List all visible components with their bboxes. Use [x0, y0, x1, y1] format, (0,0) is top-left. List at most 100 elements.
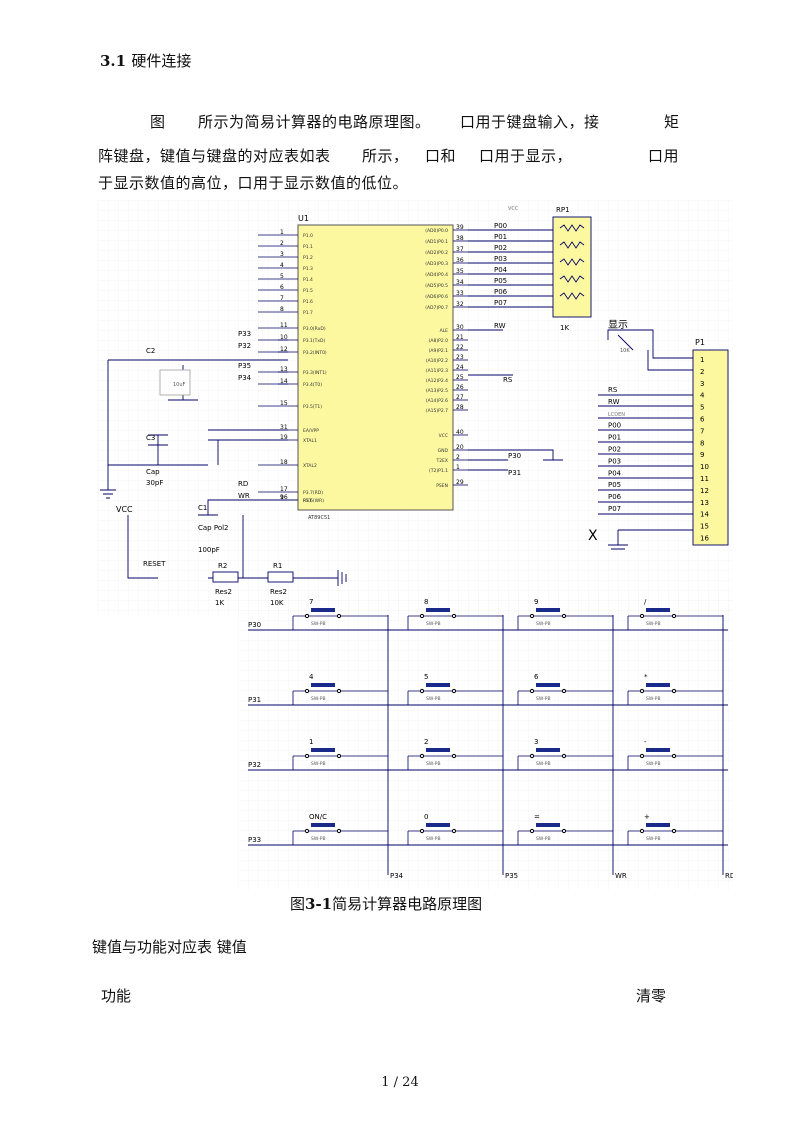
- keypad-key-label: 5: [424, 673, 428, 681]
- left-net-label: WR: [238, 492, 250, 500]
- keypad-switch-type: SW-PB: [311, 696, 326, 702]
- intro-line3: 于显示数值的高位，口用于显示数值的低位。: [98, 174, 409, 192]
- keypad-key-label: +: [644, 813, 650, 821]
- section-title: 硬件连接: [131, 52, 192, 70]
- section-heading: 3.1 硬件连接: [100, 50, 191, 71]
- left-net-label: P33: [238, 330, 251, 338]
- mcu-left-pin-name: XTAL1: [303, 438, 317, 444]
- keypad-switch: 3SW-PB: [517, 738, 613, 770]
- p1-pin-number: 13: [700, 499, 709, 507]
- p1-pin-number: 10: [700, 463, 709, 471]
- mcu-left-pin-number: 9: [280, 494, 284, 501]
- p1-net-label: P05: [608, 481, 621, 489]
- p1-net-label: RS: [608, 386, 618, 394]
- mcu-left-pin-number: 1: [280, 229, 284, 236]
- mcu-right-pin-number: 40: [456, 429, 464, 436]
- keypad-switch-type: SW-PB: [646, 761, 661, 767]
- mcu-part: AT89C51: [308, 515, 330, 521]
- vcc-label-left: VCC: [116, 505, 133, 514]
- r2-ref: R2: [218, 562, 227, 570]
- p0-net-label: P01: [494, 233, 507, 241]
- p0-net-label: P02: [494, 244, 507, 252]
- keypad-switch: + SW-PB: [627, 813, 723, 845]
- p1-pin-number: 2: [700, 368, 704, 376]
- c1-value: 100pF: [198, 546, 220, 554]
- mcu-right-pin-number: 1: [456, 464, 460, 471]
- pot-label: 显示: [608, 319, 628, 331]
- r1-type: Res2: [270, 588, 287, 596]
- mcu-right-pin-name: (A15)P2.7: [426, 408, 448, 414]
- keypad-key-label: 3: [534, 738, 538, 746]
- mcu-left-pin-name: P1.7: [303, 310, 313, 316]
- mcu-right-pin-number: 23: [456, 354, 464, 361]
- p1-net-label: RW: [608, 398, 620, 406]
- p1-pin-number: 7: [700, 427, 704, 435]
- mcu-left-pin-name: P1.6: [303, 299, 313, 305]
- p1-pin-number: 9: [700, 451, 704, 459]
- mcu-left-pin-name: P1.4: [303, 277, 313, 283]
- mcu-left-pin-number: 18: [280, 459, 288, 466]
- keypad-switch-type: SW-PB: [536, 836, 551, 842]
- mcu-left-pin-number: 7: [280, 295, 284, 302]
- p1-pin-number: 11: [700, 475, 709, 483]
- mcu-left-pin-name: P3.6(WR): [303, 498, 324, 504]
- mcu-left-pin-name: P3.3(INT1): [303, 370, 327, 376]
- c1-type: Cap Pol2: [198, 524, 229, 532]
- mcu-left-pin-number: 3: [280, 251, 284, 258]
- keypad-switch: -SW-PB: [627, 738, 723, 770]
- mcu-right-pin-number: 22: [456, 344, 464, 351]
- figure-caption-title: 简易计算器电路原理图: [332, 895, 483, 913]
- p0-net-label: P00: [494, 222, 507, 230]
- keypad-switch-type: SW-PB: [536, 761, 551, 767]
- keypad-switch: 2SW-PB: [407, 738, 503, 770]
- keypad-row-label: P30: [248, 621, 261, 629]
- vcc-label: VCC: [508, 206, 519, 212]
- mcu-left-pin-number: 5: [280, 273, 284, 280]
- mcu-left-pin-name: P3.1(TxD): [303, 338, 326, 344]
- keypad-switch: /SW-PB: [627, 598, 723, 630]
- r1-ref: R1: [273, 562, 282, 570]
- mcu-right-pin-name: T2EX: [435, 458, 448, 464]
- keypad-switch: *SW-PB: [627, 673, 723, 705]
- mcu-right-pin-number: 32: [456, 301, 464, 308]
- intro-line2-c: 口和: [425, 147, 457, 165]
- mcu-right-pin-name: VCC: [439, 433, 448, 439]
- keypad-key-label: 6: [534, 673, 539, 681]
- p0-net-label: P04: [494, 266, 508, 274]
- c3-value: 30pF: [146, 479, 163, 487]
- c2-ref: C2: [146, 347, 155, 355]
- keypad-switch-type: SW-PB: [311, 836, 326, 842]
- p1-net-label: P03: [608, 457, 621, 465]
- keypad-key-label: 9: [534, 598, 538, 606]
- intro-line2-a: 阵键盘，键值与键盘的对应表如表: [98, 147, 331, 165]
- mcu-left-pin-number: 2: [280, 240, 284, 247]
- mcu-right-pin-number: 24: [456, 364, 464, 371]
- p1-pin-number: 6: [700, 416, 705, 424]
- keypad-row-label: P33: [248, 836, 261, 844]
- r2-type: Res2: [215, 588, 232, 596]
- p1-pin-number: 5: [700, 404, 704, 412]
- mcu-right-pin-name: (AD4)P0.4: [425, 272, 448, 278]
- keypad-switch-type: SW-PB: [646, 836, 661, 842]
- mcu-right-pin-name: (A8)P2.0: [429, 338, 448, 344]
- intro-line2-d: 口用于显示，: [479, 147, 573, 165]
- keypad-switch: 4SW-PB: [292, 673, 388, 705]
- rp1-ref: RP1: [556, 206, 570, 214]
- mcu-right-pin-name: (AD5)P0.5: [425, 283, 448, 289]
- figure-caption-number: 3-1: [305, 895, 333, 913]
- keypad-switch: 8SW-PB: [407, 598, 503, 630]
- mcu-right-pin-number: 26: [456, 384, 464, 391]
- intro-line1-b: 所示为简易计算器的电路原理图。: [198, 113, 431, 131]
- keypad-col-label: P34: [390, 872, 404, 880]
- keypad-switch-type: SW-PB: [426, 836, 441, 842]
- keypad-key-label: 0: [424, 813, 428, 821]
- mcu-right-pin-number: 35: [456, 268, 464, 275]
- p1-net-label: P06: [608, 493, 622, 501]
- mcu-right-pin-name: (AD1)P0.1: [425, 239, 448, 245]
- figure-caption-prefix: 图: [290, 895, 306, 913]
- mcu-right-pin-number: 37: [456, 246, 464, 253]
- keypad-key-label: 7: [309, 598, 313, 606]
- mcu-left-pin-number: 13: [280, 366, 288, 373]
- circuit-schematic: U1 AT89C51 P1.01P1.12P1.23P1.34P1.45P1.5…: [98, 200, 733, 890]
